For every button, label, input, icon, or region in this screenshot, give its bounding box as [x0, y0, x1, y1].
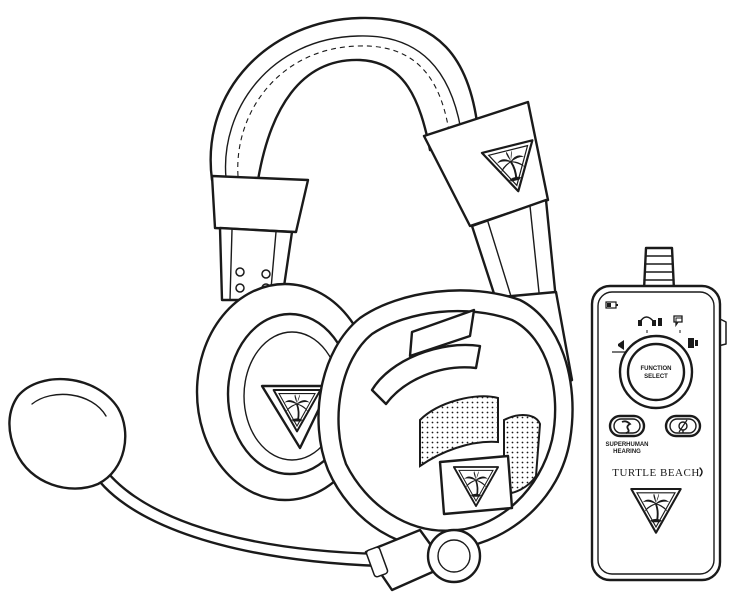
function-select-label-1: FUNCTION	[641, 366, 672, 372]
mic-monitor-icon	[688, 338, 698, 348]
battery-icon	[605, 301, 618, 309]
superhuman-label-1: SUPERHUMAN	[605, 442, 648, 448]
left-slider	[210, 174, 310, 302]
right-ear-cup	[317, 289, 574, 551]
inline-controller: FUNCTION SELECT SUPERHUMAN HEARING TURTL…	[590, 246, 727, 582]
right-slider	[422, 100, 558, 314]
superhuman-hearing-button[interactable]	[608, 414, 646, 438]
volume-left-icon	[612, 340, 626, 353]
brand-label: TURTLE BEACH	[612, 467, 700, 479]
function-select-label-2: SELECT	[644, 374, 668, 380]
superhuman-hearing-icon	[621, 420, 632, 434]
mic-mute-button[interactable]	[664, 414, 702, 438]
superhuman-label-2: HEARING	[613, 449, 641, 455]
microphone	[8, 377, 482, 592]
function-select-dial[interactable]	[618, 334, 694, 410]
headband	[209, 16, 480, 182]
mic-mute-icon	[678, 419, 688, 433]
chat-mode-icon	[673, 315, 683, 333]
headset-mode-icon	[638, 316, 662, 333]
headband-stitching	[237, 45, 451, 177]
